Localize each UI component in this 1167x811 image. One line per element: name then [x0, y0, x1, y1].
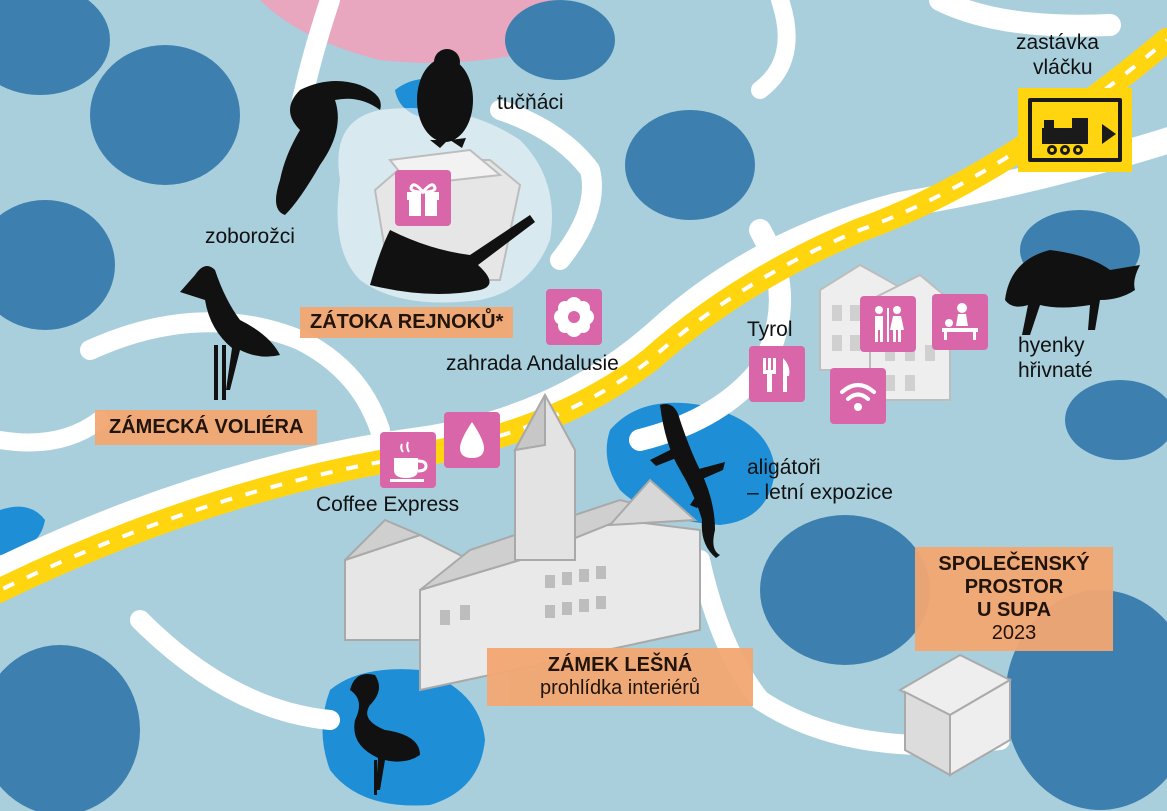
hornbills-label: zoborožci — [205, 225, 295, 248]
rays-bay-tag[interactable]: ZÁTOKA REJNOKŮ* — [300, 307, 514, 338]
hyenas-species-label: hřivnaté — [1018, 359, 1093, 382]
social-space-tag-line2: PROSTOR — [964, 576, 1064, 598]
penguin-silhouette — [417, 49, 473, 148]
social-space-tag[interactable]: SPOLEČENSKÝ PROSTOR U SUPA 2023 — [915, 547, 1113, 651]
stingray-silhouette — [370, 215, 535, 294]
alligators-label: aligátoři — [747, 456, 821, 479]
andalusia-garden-label: zahrada Andalusie — [446, 352, 619, 375]
hyena-silhouette — [1005, 250, 1140, 335]
gift-icon[interactable] — [395, 170, 451, 226]
castle-building — [344, 392, 701, 692]
train-stop-label-2: vláčku — [1033, 56, 1093, 79]
tyrol-label: Tyrol — [747, 318, 793, 341]
coffee-express-label: Coffee Express — [316, 493, 460, 516]
restaurant-icon[interactable] — [749, 346, 805, 402]
penguins-label: tučňáci — [497, 91, 564, 114]
train-stop-label: zastávka — [1016, 31, 1099, 54]
social-space-pavilion — [897, 653, 1013, 777]
social-space-tag-year: 2023 — [991, 622, 1037, 644]
stork-silhouette — [180, 266, 280, 400]
hornbill-silhouette — [276, 81, 381, 215]
social-space-tag-line3: U SUPA — [976, 599, 1052, 621]
flamingo-silhouette — [350, 674, 420, 795]
castle-tag-title: ZÁMEK LEŠNÁ — [547, 654, 693, 676]
railway-track — [0, 28, 1167, 604]
train-stop-sign-frame — [1028, 98, 1122, 162]
train-icon — [1042, 118, 1116, 155]
baby-change-icon[interactable] — [932, 294, 988, 350]
coffee-icon[interactable] — [380, 432, 436, 488]
wifi-icon[interactable] — [830, 368, 886, 424]
train-stop-sign[interactable] — [1018, 88, 1132, 172]
flower-icon[interactable] — [546, 289, 602, 345]
castle-aviary-tag[interactable]: ZÁMECKÁ VOLIÉRA — [95, 410, 318, 445]
social-space-tag-line1: SPOLEČENSKÝ — [938, 553, 1090, 575]
hyenas-label: hyenky — [1018, 334, 1085, 357]
animal-silhouettes — [180, 49, 1140, 795]
water-drop-icon[interactable] — [444, 412, 500, 468]
castle-tag-subtitle: prohlídka interiérů — [539, 677, 701, 699]
toilets-icon[interactable] — [860, 296, 916, 352]
castle-tag[interactable]: ZÁMEK LEŠNÁ prohlídka interiérů — [487, 648, 753, 706]
pink-area — [260, 0, 580, 63]
alligators-exposition-label: – letní expozice — [747, 481, 893, 504]
alligator-silhouette — [650, 404, 725, 558]
